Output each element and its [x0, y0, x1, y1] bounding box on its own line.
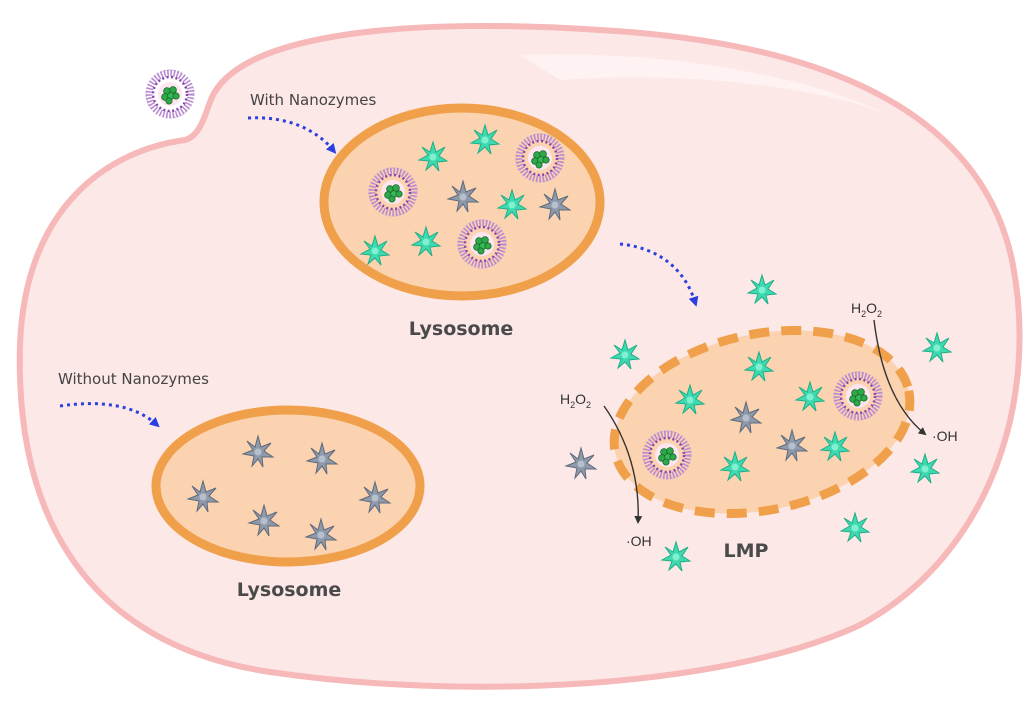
h2o2-label-right: H2O2	[851, 300, 882, 319]
lysosome-top	[319, 103, 605, 301]
cell-highlight	[520, 54, 900, 120]
without-nanozymes-label: Without Nanozymes	[58, 370, 209, 388]
lysosome-lmp	[609, 325, 915, 519]
oh-label-left: ·OH	[626, 533, 652, 549]
oh-label-right: ·OH	[932, 428, 958, 444]
lmp-label: LMP	[724, 540, 769, 562]
conversion-arrow-left	[603, 405, 643, 524]
with-nanozymes-arrow	[247, 116, 337, 154]
lysosome-bottom-label: Lysosome	[237, 579, 342, 601]
free-nanozyme-icon	[146, 70, 194, 118]
lysosome-top-label: Lysosome	[409, 318, 514, 340]
lysosome-bottom	[151, 405, 425, 567]
without-nanozymes-arrow	[59, 402, 160, 428]
with-nanozymes-label: With Nanozymes	[250, 91, 377, 109]
conversion-arrow-right	[873, 319, 927, 436]
h2o2-label-left: H2O2	[560, 391, 591, 410]
